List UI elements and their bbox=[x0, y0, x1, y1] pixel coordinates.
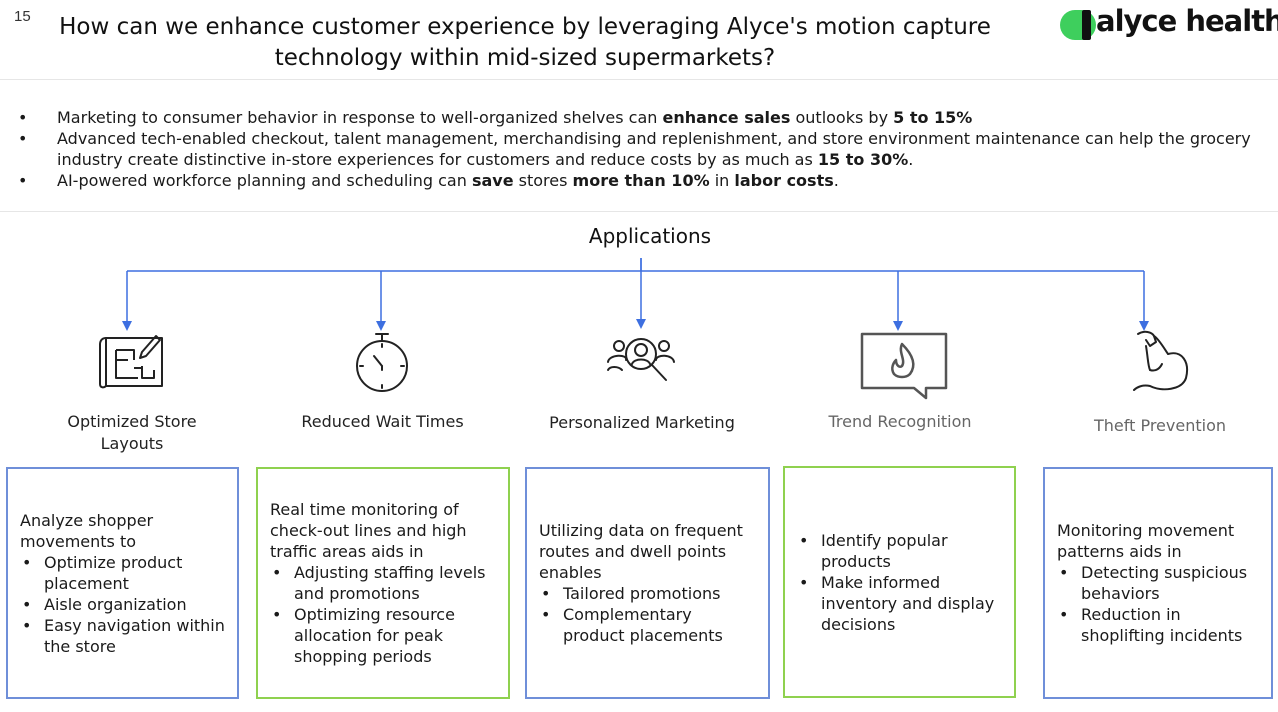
card-personalized-marketing: Utilizing data on frequent routes and dw… bbox=[525, 467, 770, 699]
card-wait-times: Real time monitoring of check-out lines … bbox=[256, 467, 510, 699]
stat-bullet: AI-powered workforce planning and schedu… bbox=[18, 170, 1268, 191]
card-intro: Real time monitoring of check-out lines … bbox=[270, 500, 467, 561]
list-item: Identify popular products bbox=[797, 530, 1004, 572]
card-list: Optimize product placement Aisle organiz… bbox=[20, 552, 227, 657]
page-title: How can we enhance customer experience b… bbox=[59, 14, 991, 71]
trending-fire-icon bbox=[860, 332, 948, 400]
card-list: Detecting suspicious behaviors Reduction… bbox=[1057, 562, 1261, 646]
logo-text: alyce health bbox=[1096, 4, 1278, 38]
list-item: Make informed inventory and display deci… bbox=[797, 572, 1004, 635]
app-label-store-layouts: Optimized Store Layouts bbox=[67, 412, 197, 453]
app-label-theft-prevention: Theft Prevention bbox=[1093, 416, 1226, 435]
page-number: 15 bbox=[14, 8, 31, 25]
card-intro: Monitoring movement patterns aids in bbox=[1057, 521, 1235, 561]
card-intro: Utilizing data on frequent routes and dw… bbox=[539, 521, 743, 582]
card-store-layouts: Analyze shopper movements to Optimize pr… bbox=[6, 467, 239, 699]
list-item: Reduction in shoplifting incidents bbox=[1057, 604, 1261, 646]
list-item: Detecting suspicious behaviors bbox=[1057, 562, 1261, 604]
logo-bar-icon bbox=[1082, 10, 1091, 40]
stat-bullet: Advanced tech-enabled checkout, talent m… bbox=[18, 128, 1268, 170]
app-label-personalized-marketing: Personalized Marketing bbox=[549, 413, 735, 432]
list-item: Easy navigation within the store bbox=[20, 615, 227, 657]
blueprint-icon bbox=[99, 335, 163, 389]
card-intro: Analyze shopper movements to bbox=[20, 510, 154, 551]
audience-search-icon bbox=[607, 338, 675, 381]
key-stats-list: Marketing to consumer behavior in respon… bbox=[18, 107, 1268, 191]
app-label-wait-times: Reduced Wait Times bbox=[301, 412, 464, 431]
card-list: Adjusting staffing levels and promotions… bbox=[270, 562, 498, 667]
divider bbox=[0, 211, 1278, 212]
app-label-trend-recognition: Trend Recognition bbox=[828, 412, 972, 431]
list-item: Adjusting staffing levels and promotions bbox=[270, 562, 498, 604]
logo: alyce health bbox=[1054, 2, 1278, 44]
stat-bullet: Marketing to consumer behavior in respon… bbox=[18, 107, 1268, 128]
list-item: Tailored promotions bbox=[539, 583, 758, 604]
list-item: Optimize product placement bbox=[20, 552, 227, 594]
card-list: Tailored promotions Complementary produc… bbox=[539, 583, 758, 646]
stopwatch-icon bbox=[356, 333, 408, 392]
divider bbox=[0, 79, 1278, 80]
card-list: Identify popular products Make informed … bbox=[797, 530, 1004, 635]
flexed-arm-icon bbox=[1133, 330, 1188, 391]
applications-title: Applications bbox=[588, 224, 712, 248]
list-item: Complementary product placements bbox=[539, 604, 758, 646]
list-item: Aisle organization bbox=[20, 594, 227, 615]
list-item: Optimizing resource allocation for peak … bbox=[270, 604, 498, 667]
card-theft-prevention: Monitoring movement patterns aids in Det… bbox=[1043, 467, 1273, 699]
card-trend-recognition: Identify popular products Make informed … bbox=[783, 466, 1016, 698]
